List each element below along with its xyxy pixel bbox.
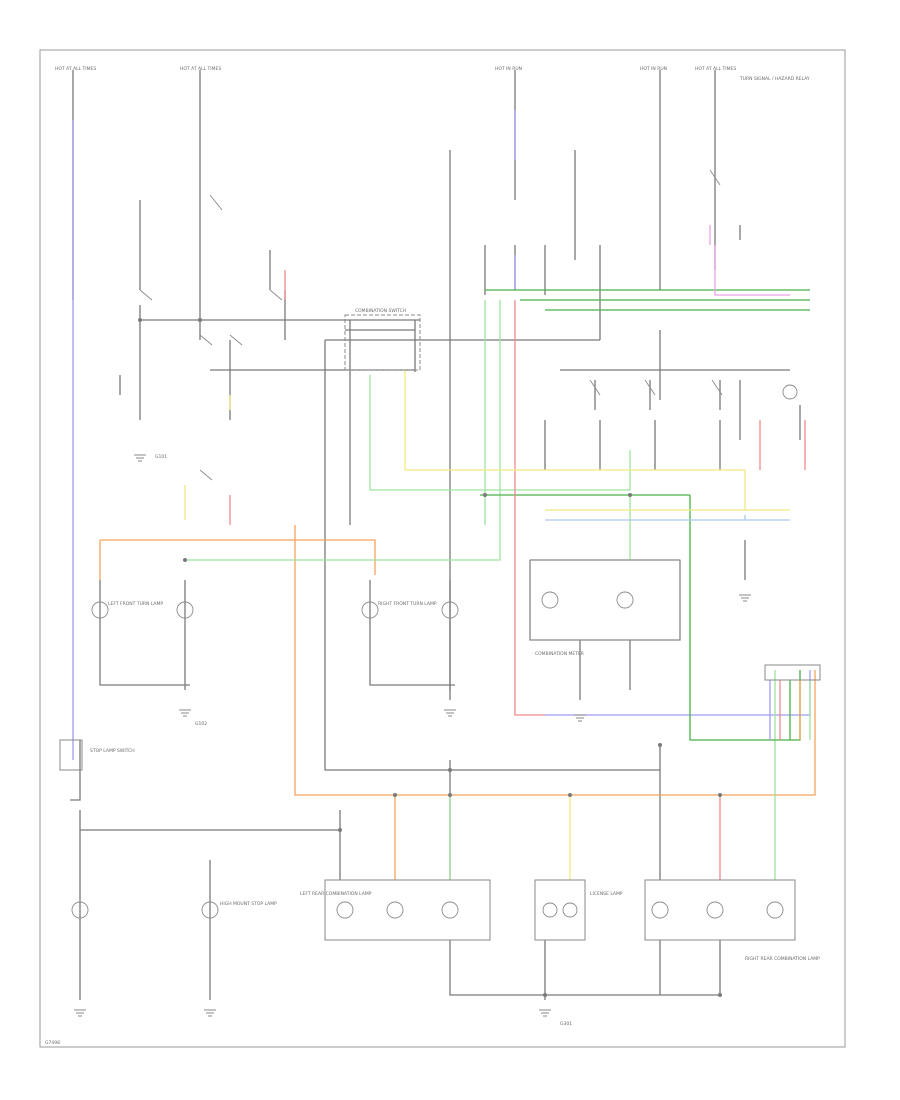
- ground-rear-left: [74, 1009, 86, 1017]
- stop-switch-box: [59, 739, 83, 771]
- black-wires: [70, 70, 801, 1000]
- right-rear-lamp-box: [644, 879, 796, 941]
- label-right-rear-lamp: RIGHT REAR COMBINATION LAMP: [745, 956, 820, 962]
- ground-right-front: [444, 709, 456, 717]
- combination-switch-box: [344, 314, 421, 371]
- ground-rear-right: [539, 1009, 551, 1017]
- label-right-front-lamp: RIGHT FRONT TURN LAMP: [378, 601, 437, 607]
- ground-g101: [134, 454, 146, 462]
- corner-id: G7498: [45, 1040, 60, 1046]
- label-ground-3: G301: [560, 1021, 572, 1027]
- label-left-rear-lamp: LEFT REAR COMBINATION LAMP: [300, 891, 372, 897]
- connector-block: [764, 664, 821, 681]
- label-stop-lamp-switch: STOP LAMP SWITCH: [90, 748, 135, 754]
- splice-dots: [138, 318, 722, 997]
- label-left-front-lamp: LEFT FRONT TURN LAMP: [108, 601, 163, 607]
- label-ground-1: G101: [155, 454, 167, 460]
- label-fuse-3: HOT IN RUN: [495, 66, 522, 72]
- switch-contacts: [139, 169, 723, 481]
- combination-meter-box: [529, 559, 681, 641]
- ground-rear-mid: [204, 1009, 216, 1017]
- label-high-mount-stop: HIGH MOUNT STOP LAMP: [220, 901, 277, 907]
- component-boxes: [59, 314, 821, 941]
- label-ground-2: G102: [195, 721, 207, 727]
- ground-right-side: [739, 594, 751, 602]
- label-license-lamp: LICENSE LAMP: [590, 891, 623, 897]
- diagram-frame: [39, 49, 846, 1048]
- label-combination-meter: COMBINATION METER: [535, 651, 584, 657]
- bulbs: [71, 384, 798, 919]
- labels: HOT AT ALL TIMES HOT AT ALL TIMES HOT IN…: [45, 66, 820, 1046]
- label-fuse-5: HOT AT ALL TIMES: [695, 66, 736, 72]
- label-fuse-2: HOT AT ALL TIMES: [180, 66, 221, 72]
- left-rear-lamp-box: [324, 879, 491, 941]
- label-fuse-4: HOT IN RUN: [640, 66, 667, 72]
- label-combination-switch: COMBINATION SWITCH: [355, 308, 406, 314]
- license-lamp-box: [534, 879, 586, 941]
- label-turn-relay: TURN SIGNAL / HAZARD RELAY: [739, 76, 810, 82]
- colored-wires: [72, 110, 816, 880]
- label-fuse-1: HOT AT ALL TIMES: [55, 66, 96, 72]
- ground-symbols: [74, 454, 751, 1017]
- ground-left-front: [179, 709, 191, 717]
- ground-meter: [574, 714, 586, 722]
